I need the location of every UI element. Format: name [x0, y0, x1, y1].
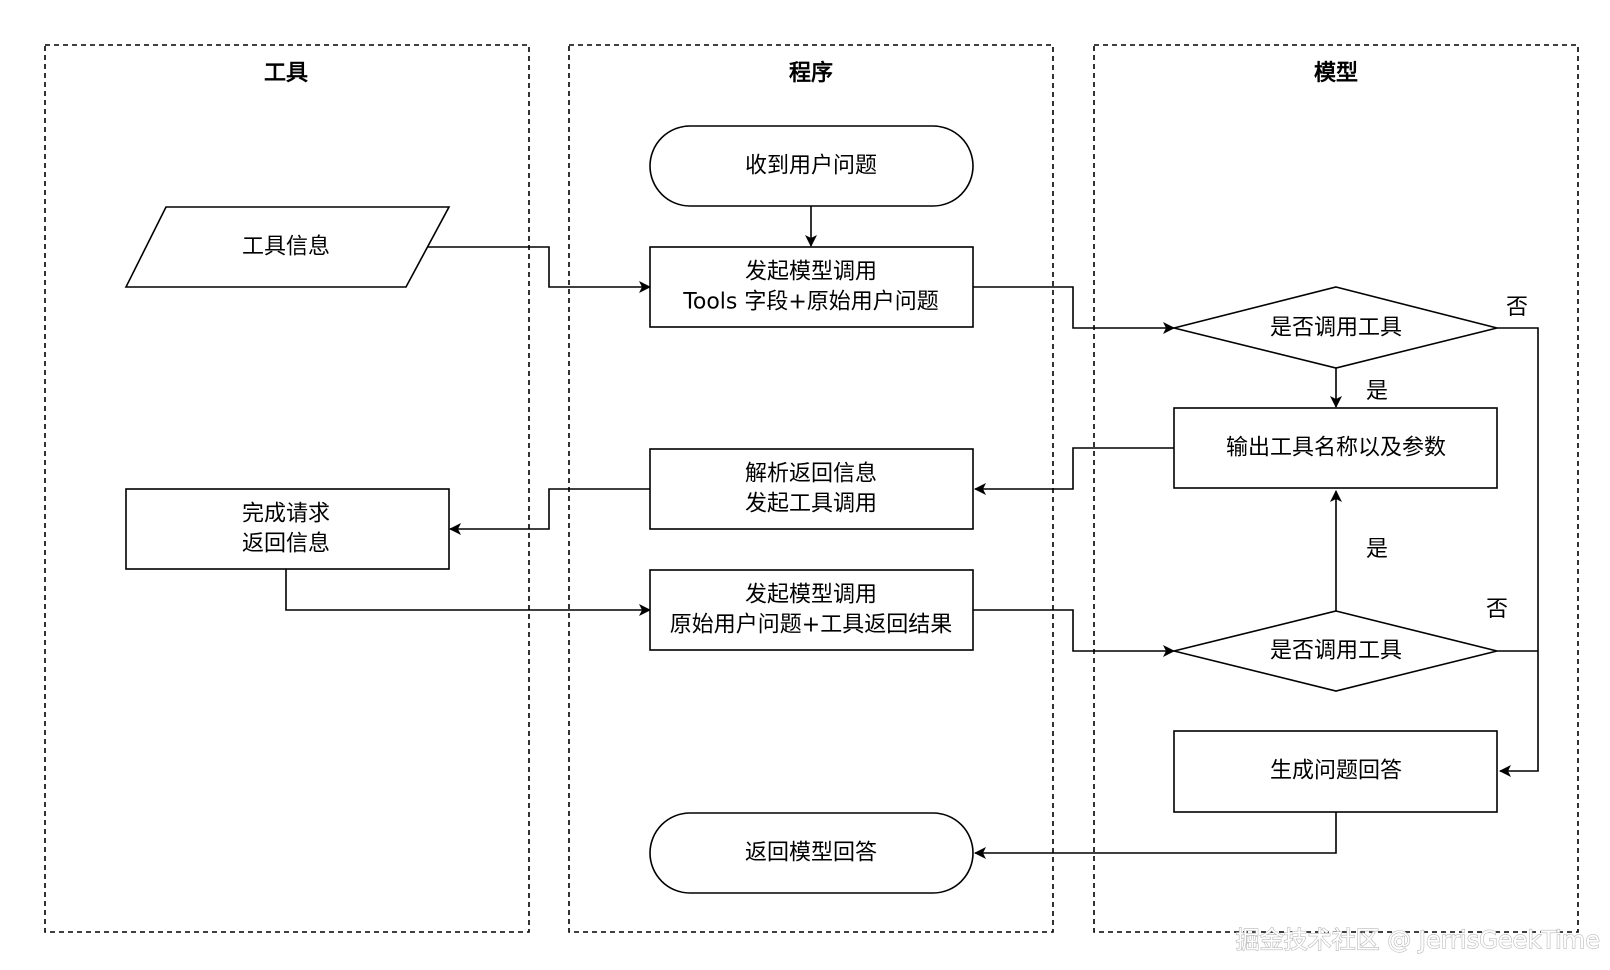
node-decide-tool-1-label: 是否调用工具	[1270, 316, 1402, 341]
node-output-tool: 输出工具名称以及参数	[1173, 407, 1498, 489]
node-complete-request-line1: 完成请求	[242, 502, 330, 527]
edge-label-yes-2: 是	[1366, 537, 1388, 562]
node-tool-info: 工具信息	[124, 206, 451, 288]
lane-title-program: 程序	[789, 60, 833, 86]
node-call-model-1-line2: Tools 字段+原始用户问题	[682, 290, 939, 315]
node-complete-request-line2: 返回信息	[242, 532, 330, 557]
node-generate-answer: 生成问题回答	[1173, 730, 1498, 813]
node-call-model-1-line1: 发起模型调用	[745, 260, 877, 285]
node-call-model-2-line2: 原始用户问题+工具返回结果	[670, 613, 952, 638]
edge-call2-to-decide2	[973, 609, 1175, 657]
lane-model: 模型	[1093, 44, 1579, 933]
edge-parse-to-complete	[449, 488, 650, 535]
node-return-answer-label: 返回模型回答	[745, 841, 877, 866]
node-decide-tool-1: 是否调用工具	[1173, 286, 1498, 369]
lane-title-model: 模型	[1314, 61, 1358, 86]
node-parse-return-line2: 发起工具调用	[745, 492, 877, 517]
node-receive-question-label: 收到用户问题	[745, 154, 877, 179]
node-call-model-2-line1: 发起模型调用	[745, 583, 877, 608]
lane-title-tools: 工具	[264, 61, 308, 86]
node-parse-return-line1: 解析返回信息	[745, 462, 877, 487]
node-call-model-1: 发起模型调用 Tools 字段+原始用户问题	[649, 246, 974, 328]
node-call-model-2: 发起模型调用 原始用户问题+工具返回结果	[649, 569, 974, 651]
edge-label-yes-1: 是	[1366, 379, 1388, 404]
edge-generate-to-return	[974, 812, 1337, 859]
watermark: 掘金技术社区 @ JerrisGeekTime	[1236, 926, 1600, 954]
node-return-answer: 返回模型回答	[649, 812, 974, 894]
node-output-tool-label: 输出工具名称以及参数	[1226, 436, 1446, 461]
edge-complete-to-call2	[285, 569, 651, 616]
node-decide-tool-2: 是否调用工具	[1173, 610, 1498, 692]
node-generate-answer-label: 生成问题回答	[1270, 759, 1402, 784]
node-tool-info-label: 工具信息	[242, 235, 330, 260]
node-parse-return: 解析返回信息 发起工具调用	[649, 448, 974, 530]
edge-toolinfo-to-call1	[416, 246, 651, 293]
edges	[285, 206, 1539, 859]
node-complete-request: 完成请求 返回信息	[125, 488, 450, 570]
edge-label-no-1: 否	[1506, 295, 1528, 320]
lane-tools: 工具	[44, 44, 530, 933]
edge-call1-to-decide1	[973, 286, 1175, 334]
edge-decide1-no	[1497, 327, 1539, 777]
node-decide-tool-2-label: 是否调用工具	[1270, 639, 1402, 664]
node-receive-question: 收到用户问题	[649, 125, 974, 207]
edge-label-no-2: 否	[1486, 597, 1508, 622]
edge-output-to-parse	[974, 447, 1174, 495]
